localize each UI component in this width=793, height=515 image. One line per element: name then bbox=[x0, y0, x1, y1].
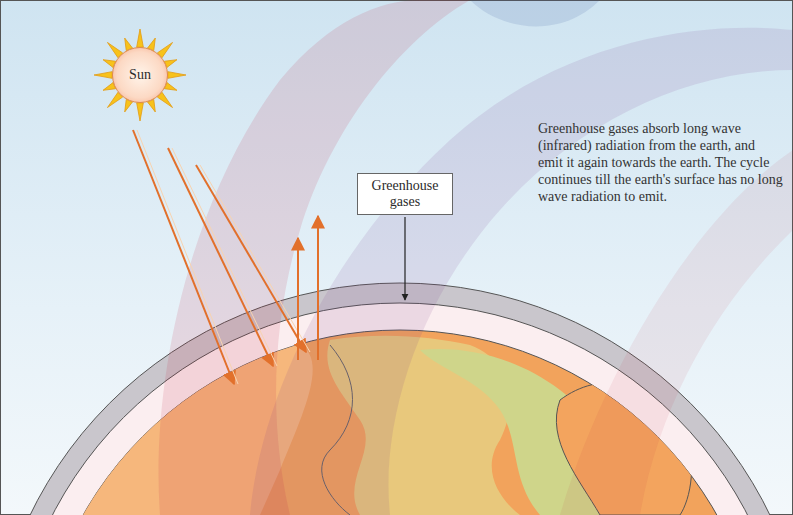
watermark-band bbox=[250, 28, 793, 515]
incoming-radiation bbox=[133, 130, 310, 384]
watermark-band bbox=[560, 150, 793, 515]
watermark-band bbox=[470, 0, 600, 26]
incoming-ray bbox=[168, 148, 273, 366]
box-label: Greenhouse gases bbox=[365, 178, 445, 210]
incoming-ray bbox=[196, 165, 306, 352]
leader-arrow bbox=[404, 217, 405, 300]
outgoing-radiation bbox=[298, 216, 318, 360]
sun-ray bbox=[94, 72, 112, 79]
label-box: Greenhouse gases bbox=[357, 173, 453, 215]
incoming-ray bbox=[133, 130, 234, 384]
note-text: Greenhouse gases absorb long wave (infra… bbox=[538, 120, 783, 205]
sun-ray bbox=[137, 103, 144, 121]
sun-label: Sun bbox=[129, 67, 151, 83]
incoming-ray-highlight bbox=[172, 148, 277, 366]
sun-ray bbox=[168, 72, 186, 79]
sun-ray bbox=[137, 29, 144, 47]
incoming-ray-highlight bbox=[137, 130, 238, 384]
outgoing-ray bbox=[317, 216, 319, 360]
incoming-ray-highlight bbox=[200, 165, 310, 352]
outgoing-ray bbox=[297, 238, 299, 360]
sun-rays bbox=[94, 29, 186, 121]
sun-disc: Sun bbox=[112, 47, 168, 103]
